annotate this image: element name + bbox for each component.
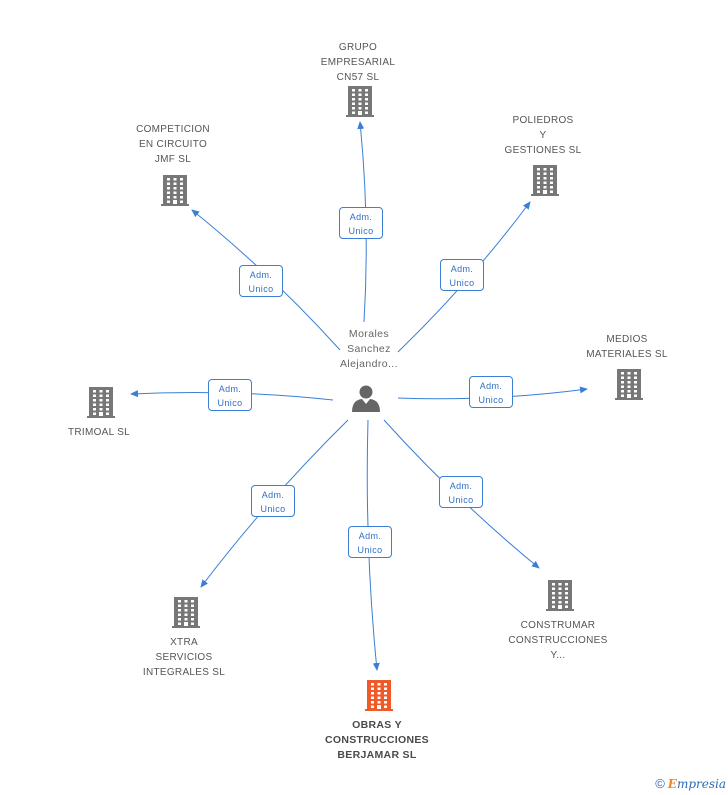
building-icon-trimoal[interactable] <box>87 387 115 418</box>
brand-logo-initial: E <box>667 777 677 791</box>
role-badge-poliedros[interactable]: Adm.Unico <box>440 259 484 291</box>
copyright-symbol: © <box>655 776 665 791</box>
building-icon-xtra[interactable] <box>172 597 200 628</box>
role-badge-medios[interactable]: Adm.Unico <box>469 376 513 408</box>
role-badge-obras[interactable]: Adm.Unico <box>348 526 392 558</box>
role-badge-competicion[interactable]: Adm.Unico <box>239 265 283 297</box>
person-icon[interactable] <box>352 385 380 413</box>
building-icon-medios[interactable] <box>615 369 643 400</box>
building-icon-construmar[interactable] <box>546 580 574 611</box>
building-icon-poliedros[interactable] <box>531 165 559 196</box>
role-badge-trimoal[interactable]: Adm.Unico <box>208 379 252 411</box>
building-icon-grupo[interactable] <box>346 86 374 117</box>
role-badge-xtra[interactable]: Adm.Unico <box>251 485 295 517</box>
role-badge-construmar[interactable]: Adm.Unico <box>439 476 483 508</box>
company-label-trimoal[interactable]: TRIMOAL SL <box>67 427 131 438</box>
building-icon-obras[interactable] <box>365 680 393 711</box>
role-badge-grupo[interactable]: Adm.Unico <box>339 207 383 239</box>
person-name-label[interactable]: Morales Sanchez Alejandro... <box>340 328 398 370</box>
brand-logo-text: mpresia <box>676 777 726 791</box>
footer-brand[interactable]: ©Empresia <box>655 776 726 791</box>
building-icon-competicion[interactable] <box>161 175 189 206</box>
